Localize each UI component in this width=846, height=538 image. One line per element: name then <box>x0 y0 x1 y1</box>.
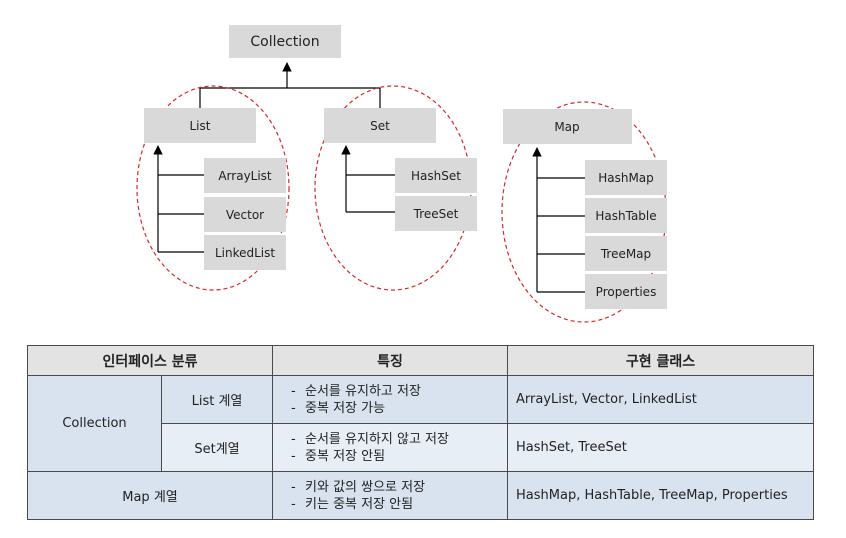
table-header-row: 인터페이스 분류 특징 구현 클래스 <box>26 345 815 376</box>
vector-box <box>204 197 286 232</box>
header-interface-category: 인터페이스 분류 <box>26 345 274 376</box>
vector-label: Vector <box>226 208 264 222</box>
feature-line: 키와 값의 쌍으로 저장 <box>281 479 499 496</box>
set-group: Set HashSet TreeSet <box>314 85 477 291</box>
root-connectors <box>199 62 381 108</box>
collection-box <box>229 25 341 58</box>
hashset-label: HashSet <box>411 169 461 183</box>
feature-line: 순서를 유지하지 않고 저장 <box>281 431 499 448</box>
header-classes: 구현 클래스 <box>507 345 815 376</box>
arraylist-label: ArrayList <box>218 169 272 183</box>
collection-node: Collection <box>229 25 341 58</box>
map-group: Map HashMap HashTable TreeMap Properties <box>501 101 667 323</box>
treemap-box <box>585 236 667 271</box>
feature-line: 중복 저장 안됨 <box>281 448 499 465</box>
list-group: List ArrayList Vector LinkedList <box>136 85 290 291</box>
feature-line: 키는 중복 저장 안됨 <box>281 496 499 513</box>
table-row: Set계열 순서를 유지하지 않고 저장 중복 저장 안됨 HashSet, T… <box>28 423 815 472</box>
linkedlist-label: LinkedList <box>215 246 275 260</box>
set-box <box>324 108 436 143</box>
collection-label: Collection <box>250 34 319 50</box>
map-type-cell: Map 계열 <box>26 471 274 520</box>
hashset-box <box>395 158 477 193</box>
map-label: Map <box>554 120 579 134</box>
list-classes-cell: ArrayList, Vector, LinkedList <box>507 375 815 424</box>
collection-cell: Collection <box>27 375 162 472</box>
hierarchy-diagram: Collection List ArrayList Vector LinkedL… <box>136 25 667 323</box>
list-ellipse <box>136 85 290 291</box>
treemap-label: TreeMap <box>600 247 651 261</box>
map-features-cell: 키와 값의 쌍으로 저장 키는 중복 저장 안됨 <box>272 471 509 520</box>
hashtable-box <box>585 198 667 233</box>
set-classes-cell: HashSet, TreeSet <box>507 423 815 472</box>
hashtable-label: HashTable <box>595 209 656 223</box>
map-box <box>503 109 632 144</box>
table-row: Collection List 계열 순서를 유지하고 저장 중복 저장 가능 … <box>27 375 815 472</box>
table-row: Map 계열 키와 값의 쌍으로 저장 키는 중복 저장 안됨 HashMap,… <box>26 471 815 520</box>
set-features-cell: 순서를 유지하지 않고 저장 중복 저장 안됨 <box>272 423 509 472</box>
hashmap-label: HashMap <box>598 171 654 185</box>
set-type-cell: Set계열 <box>160 423 274 472</box>
list-box <box>144 108 256 143</box>
hashmap-box <box>585 160 667 195</box>
feature-line: 중복 저장 가능 <box>281 400 499 417</box>
interface-table: 인터페이스 분류 특징 구현 클래스 Collection List 계열 순서… <box>26 345 815 520</box>
map-classes-cell: HashMap, HashTable, TreeMap, Properties <box>507 471 815 520</box>
treeset-label: TreeSet <box>413 207 459 221</box>
feature-line: 순서를 유지하고 저장 <box>281 383 499 400</box>
linkedlist-box <box>204 235 286 270</box>
properties-box <box>585 274 667 309</box>
list-type-cell: List 계열 <box>160 375 274 424</box>
arraylist-box <box>204 158 286 193</box>
properties-label: Properties <box>596 285 657 299</box>
list-label: List <box>190 119 211 133</box>
header-features: 특징 <box>272 345 509 376</box>
list-features-cell: 순서를 유지하고 저장 중복 저장 가능 <box>272 375 509 424</box>
treeset-box <box>395 196 477 231</box>
set-label: Set <box>370 119 390 133</box>
